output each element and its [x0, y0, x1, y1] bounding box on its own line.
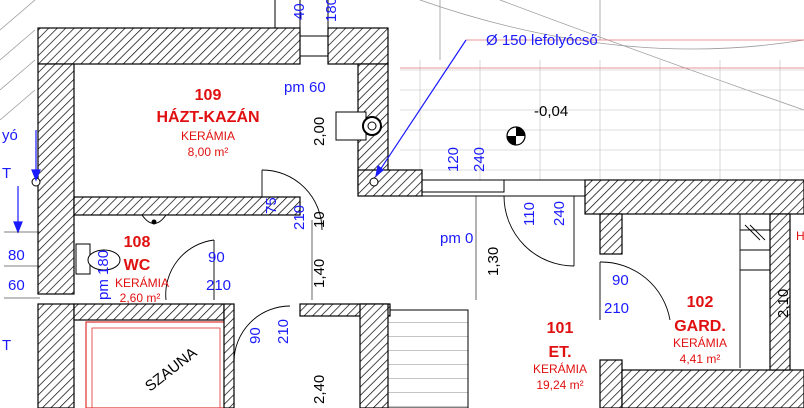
- edge-label-vo: yó: [2, 127, 18, 144]
- boiler-unit: [335, 111, 367, 141]
- floor-drain-icon: [369, 177, 379, 187]
- drainpipe-label: Ø 150 lefolyócső: [486, 32, 598, 49]
- room-101-name: ET.: [548, 344, 571, 361]
- dim-210b: 210: [206, 277, 231, 294]
- room-101-number: 101: [547, 320, 574, 337]
- dim-180: 180: [323, 0, 340, 22]
- dim-80: 80: [8, 247, 25, 264]
- room-109-number: 109: [195, 87, 222, 104]
- stair: [387, 309, 469, 408]
- level-label: -0,04: [534, 103, 568, 120]
- drain-pipe-icon: [362, 116, 382, 136]
- dim-130: 1,30: [485, 247, 502, 276]
- room-102-material: KERÁMIA: [673, 335, 727, 350]
- right-partial-label: H: [796, 229, 804, 243]
- level-marker-icon: [506, 126, 526, 146]
- sauna-frame: [85, 321, 227, 408]
- room-108-material: KERÁMIA: [115, 275, 169, 290]
- dim-90b: 90: [247, 327, 264, 344]
- dim-240a: 240: [471, 147, 488, 172]
- sauna-label: SZAUNA: [142, 344, 200, 395]
- edge-label-t2: T: [2, 337, 11, 354]
- room-108-name: WC: [124, 257, 151, 274]
- dim-240b: 240: [551, 201, 568, 226]
- dim-90a: 90: [208, 249, 225, 266]
- door-swings: [165, 169, 671, 363]
- pm0-label: pm 0: [440, 230, 473, 247]
- dim-110: 110: [521, 202, 538, 226]
- dim-240c: 2,40: [311, 375, 328, 404]
- dim-120: 120: [445, 147, 462, 172]
- pm180-label: pm 180: [95, 250, 112, 300]
- dim-210a: 210: [291, 205, 308, 230]
- walls: [37, 27, 804, 408]
- dim-210d: 210: [604, 300, 629, 317]
- wall-outlines: [274, 0, 585, 197]
- room-101-area: 19,24 m²: [536, 378, 583, 392]
- dim-75: 75: [263, 197, 280, 214]
- toilet-fixture: [75, 243, 121, 275]
- shelving: [739, 214, 770, 368]
- dim-40: 40: [291, 3, 308, 20]
- terrain-lines: [0, 0, 804, 121]
- dim-200: 2,00: [311, 117, 328, 146]
- terrace-grid: [400, 60, 804, 180]
- pm60-label: pm 60: [284, 79, 326, 96]
- dim-210c: 210: [275, 319, 292, 344]
- dimension-lines: [4, 196, 477, 300]
- room-109-material: KERÁMIA: [181, 128, 235, 143]
- room-102-name: GARD.: [674, 318, 726, 335]
- dim-140: 1,40: [311, 259, 328, 288]
- washbasin-fixture: [141, 214, 167, 225]
- dim-60: 60: [8, 277, 25, 294]
- leader-lines: [13, 39, 467, 234]
- room-109-name: HÁZT-KAZÁN: [156, 107, 259, 126]
- edge-label-t1: T: [2, 165, 11, 182]
- room-108-area: 2,60 m²: [120, 291, 161, 305]
- dim-210e: 2,10: [775, 289, 792, 318]
- room-102-number: 102: [687, 294, 714, 311]
- drain-pipe-inner: [367, 121, 377, 131]
- room-109-area: 8,00 m²: [188, 145, 229, 159]
- room-101-material: KERÁMIA: [533, 361, 587, 376]
- room-102-area: 4,41 m²: [680, 352, 721, 366]
- dim-90c: 90: [612, 272, 629, 289]
- room-108-number: 108: [124, 234, 151, 251]
- dim-10: 10: [311, 211, 328, 228]
- sauna-frame-inner: [91, 327, 221, 408]
